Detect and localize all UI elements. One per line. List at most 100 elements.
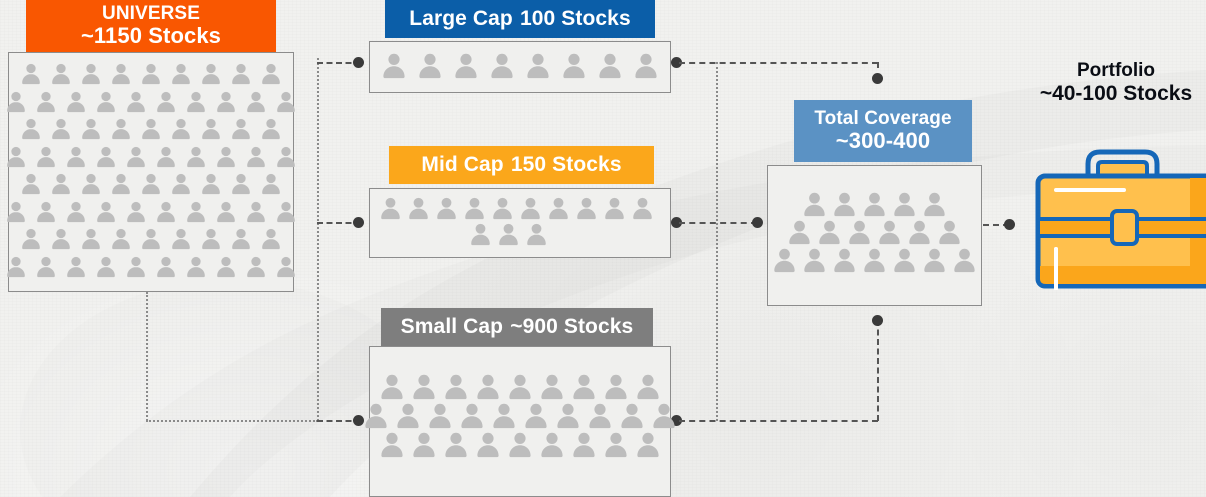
large-cap-value: 100 Stocks <box>519 6 631 30</box>
person-icon <box>51 63 71 85</box>
person-icon <box>863 192 886 217</box>
person-icon <box>111 118 131 140</box>
person-icon <box>96 256 116 278</box>
person-icon <box>893 192 916 217</box>
person-icon <box>96 91 116 113</box>
person-icon <box>454 53 478 79</box>
large-cap-header: Large Cap 100 Stocks <box>385 0 655 38</box>
person-icon <box>246 201 266 223</box>
small-cap-label: Small Cap <box>400 314 504 338</box>
person-icon <box>156 201 176 223</box>
person-icon <box>36 91 56 113</box>
person-icon <box>216 201 236 223</box>
people-row <box>370 53 670 79</box>
person-icon <box>216 256 236 278</box>
person-icon <box>186 256 206 278</box>
branch-to-small-cap <box>317 420 361 422</box>
person-icon <box>261 118 281 140</box>
people-row <box>768 192 981 217</box>
person-icon <box>492 403 516 429</box>
person-icon <box>246 91 266 113</box>
person-icon <box>261 173 281 195</box>
person-icon <box>186 201 206 223</box>
person-icon <box>652 403 676 429</box>
person-icon <box>6 91 26 113</box>
large-cap-people-icon <box>370 42 670 92</box>
person-icon <box>66 201 86 223</box>
person-icon <box>66 91 86 113</box>
person-icon <box>412 374 436 400</box>
universe-people-icon <box>6 53 296 291</box>
person-icon <box>126 91 146 113</box>
mid-cap-header: Mid Cap 150 Stocks <box>389 146 654 184</box>
mid-cap-run-right <box>679 222 757 224</box>
person-icon <box>51 228 71 250</box>
person-icon <box>51 173 71 195</box>
person-icon <box>572 432 596 458</box>
exit-dot-large-cap <box>671 57 682 68</box>
mid-cap-value: 150 Stocks <box>510 152 622 176</box>
person-icon <box>201 228 221 250</box>
person-icon <box>788 220 811 245</box>
person-icon <box>201 118 221 140</box>
universe-trunk-vertical <box>317 58 319 421</box>
total-coverage-panel[interactable] <box>767 165 982 306</box>
person-icon <box>81 118 101 140</box>
person-icon <box>382 53 406 79</box>
person-icon <box>562 53 586 79</box>
person-icon <box>923 192 946 217</box>
person-icon <box>412 432 436 458</box>
universe-run-right <box>146 420 318 422</box>
people-row <box>9 228 293 250</box>
person-icon <box>604 197 625 220</box>
mid-cap-label: Mid Cap <box>421 152 504 176</box>
person-icon <box>141 173 161 195</box>
person-icon <box>508 374 532 400</box>
branch-dot-mid-cap <box>353 217 364 228</box>
coverage-inlet-dot-left <box>752 217 763 228</box>
large-cap-panel[interactable] <box>369 41 671 93</box>
person-icon <box>923 248 946 273</box>
person-icon <box>276 201 296 223</box>
mid-cap-panel[interactable] <box>369 188 671 258</box>
person-icon <box>476 432 500 458</box>
person-icon <box>908 220 931 245</box>
people-row <box>380 197 653 220</box>
person-icon <box>636 432 660 458</box>
person-icon <box>634 53 658 79</box>
person-icon <box>36 146 56 168</box>
coverage-collector-trunk <box>716 62 718 421</box>
people-row <box>9 173 293 195</box>
people-row <box>6 91 295 113</box>
small-cap-run-right <box>679 420 878 422</box>
universe-panel[interactable] <box>6 52 296 292</box>
branch-to-mid-cap <box>317 222 361 224</box>
person-icon <box>576 197 597 220</box>
person-icon <box>111 228 131 250</box>
person-icon <box>490 53 514 79</box>
person-icon <box>156 146 176 168</box>
portfolio-title: Portfolio ~40-100 Stocks <box>1016 60 1206 106</box>
person-icon <box>464 197 485 220</box>
person-icon <box>833 248 856 273</box>
person-icon <box>126 256 146 278</box>
person-icon <box>524 403 548 429</box>
person-icon <box>380 432 404 458</box>
people-row <box>9 118 293 140</box>
small-cap-panel[interactable] <box>365 346 675 497</box>
briefcase-icon[interactable] <box>1030 130 1206 295</box>
people-row <box>470 223 547 246</box>
person-icon <box>96 201 116 223</box>
person-icon <box>818 220 841 245</box>
person-icon <box>276 256 296 278</box>
person-icon <box>620 403 644 429</box>
universe-stem-down <box>146 292 148 421</box>
person-icon <box>498 223 519 246</box>
person-icon <box>51 118 71 140</box>
branch-to-large-cap <box>317 62 361 64</box>
large-cap-run-right <box>679 62 878 64</box>
people-row <box>9 63 293 85</box>
person-icon <box>171 173 191 195</box>
people-row <box>365 403 675 429</box>
person-icon <box>201 63 221 85</box>
